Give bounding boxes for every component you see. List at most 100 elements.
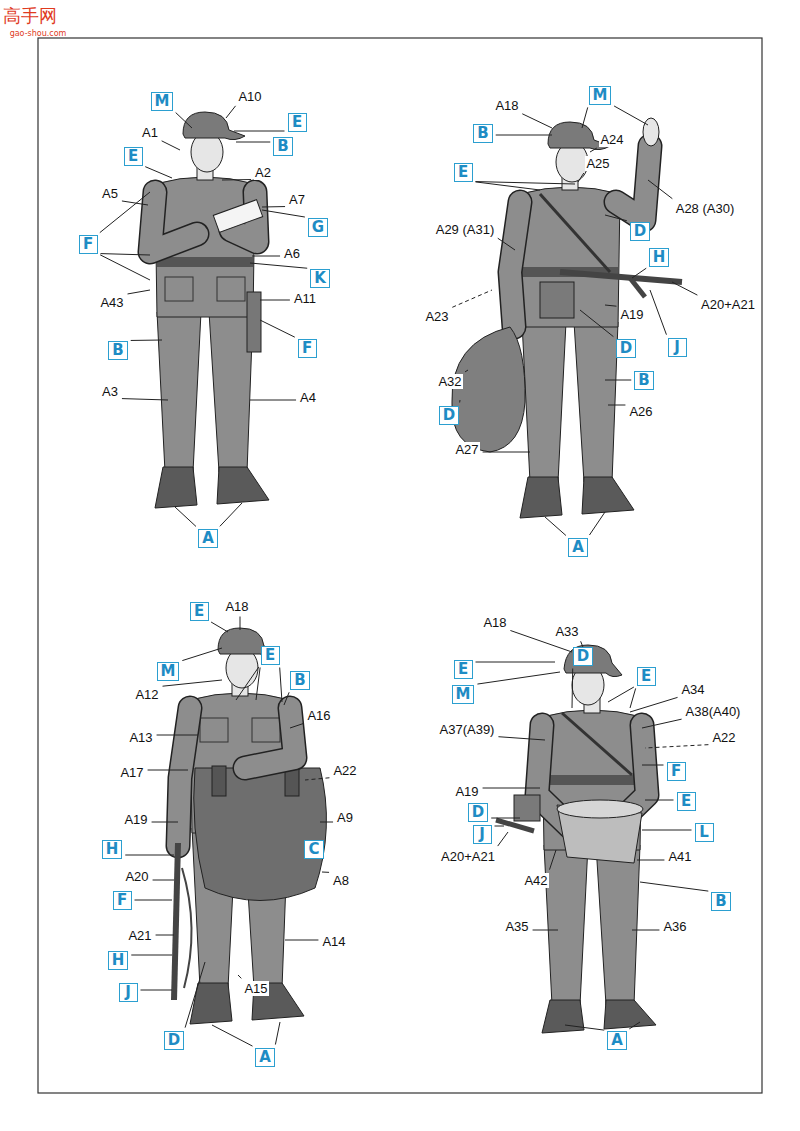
callout-number: A14 [321, 934, 346, 949]
leader-line [284, 692, 289, 705]
leader-line [290, 723, 304, 728]
leader-line [642, 830, 692, 831]
leader-line [630, 697, 678, 712]
leader-line [475, 182, 575, 184]
part-letter: E [265, 647, 276, 664]
part-letter-box: C [304, 840, 323, 859]
part-letter-box: M [151, 92, 174, 111]
part-letter: H [106, 841, 119, 858]
leader-line [648, 180, 672, 199]
leader-line [152, 822, 178, 823]
leader-line [632, 268, 646, 278]
callout-number: A38(A40) [685, 704, 742, 719]
part-letter-box: E [454, 660, 473, 679]
callout-number: A42 [523, 873, 548, 888]
part-letter: J [123, 984, 134, 1001]
callout-number: A6 [283, 246, 301, 261]
part-letter: B [294, 672, 305, 689]
callout-number: A29 (A31) [435, 222, 496, 237]
leader-line [580, 310, 613, 337]
part-letter: M [155, 93, 170, 110]
leader-line [250, 400, 296, 401]
callout-number: A32 [437, 374, 462, 389]
leader-line [238, 975, 241, 978]
leader-line [498, 832, 508, 846]
leader-line [163, 680, 222, 686]
leader-line [608, 405, 625, 406]
part-letter-box: F [113, 891, 132, 910]
part-letter: B [715, 893, 726, 910]
leader-line [222, 179, 251, 180]
part-letter: D [443, 407, 455, 424]
leader-line [176, 113, 192, 128]
part-letter: J [672, 339, 683, 356]
part-letter-box: A [568, 538, 588, 557]
callout-number: A33 [554, 624, 579, 639]
part-letter: A [572, 539, 584, 556]
part-letter-box: M [589, 86, 612, 105]
part-letter: E [128, 148, 139, 165]
callout-number: A10 [237, 89, 262, 104]
callout-number: A18 [482, 615, 507, 630]
part-letter-box: D [439, 406, 459, 425]
callout-number: A19 [454, 784, 479, 799]
leader-line [322, 872, 329, 873]
part-letter: B [638, 372, 649, 389]
leader-line [642, 719, 682, 728]
leader-line [320, 822, 333, 823]
leader-line [157, 735, 198, 736]
leader-line [175, 507, 196, 526]
callout-number: A24 [599, 132, 624, 147]
leader-line [260, 300, 290, 301]
callout-number: A22 [332, 763, 357, 778]
leader-line [250, 263, 307, 268]
leader-line [483, 452, 530, 453]
leader-line [645, 800, 674, 801]
part-letter-box: F [298, 339, 317, 358]
page-frame [38, 38, 762, 1093]
leader-line [605, 380, 631, 381]
part-letter: E [194, 603, 205, 620]
leader-line [578, 173, 584, 182]
soldier-figure [150, 112, 269, 508]
part-letter-box: A [607, 1031, 627, 1050]
leader-line [262, 206, 285, 207]
leader-line [589, 512, 605, 535]
callout-number: A2 [254, 165, 272, 180]
leader-line [630, 688, 636, 708]
part-letter-box: A [198, 529, 218, 548]
part-letter-box: G [308, 218, 328, 237]
leader-line [483, 788, 540, 789]
part-letter: B [277, 138, 288, 155]
part-letter: B [112, 342, 123, 359]
leader-line [642, 765, 664, 766]
leader-line [459, 400, 460, 403]
leader-line [452, 290, 492, 307]
leader-line [565, 1025, 604, 1030]
callout-number: A15 [243, 981, 268, 996]
leader-line [590, 148, 597, 152]
callout-number: A25 [585, 156, 610, 171]
part-letter: E [292, 114, 303, 131]
callout-number: A20+A21 [440, 849, 496, 864]
part-letter-box: D [616, 339, 636, 358]
callout-number: A9 [336, 810, 354, 825]
leader-line [650, 290, 666, 335]
leader-line [100, 255, 150, 280]
leader-line [465, 370, 468, 372]
part-letter: E [641, 668, 652, 685]
callout-number: A23 [424, 309, 449, 324]
part-letter-box: B [290, 671, 309, 690]
callout-number: A26 [628, 404, 653, 419]
leader-line [256, 667, 260, 700]
leader-line [495, 826, 505, 827]
callout-number: A7 [288, 192, 306, 207]
leader-line [260, 320, 295, 337]
part-letter-box: J [668, 338, 687, 357]
leader-line [305, 778, 329, 780]
part-letter: D [634, 223, 646, 240]
part-letter-box: M [157, 662, 180, 681]
callout-number: A11 [293, 291, 317, 306]
leader-line [285, 940, 318, 941]
callout-number: A28 (A30) [675, 201, 736, 216]
